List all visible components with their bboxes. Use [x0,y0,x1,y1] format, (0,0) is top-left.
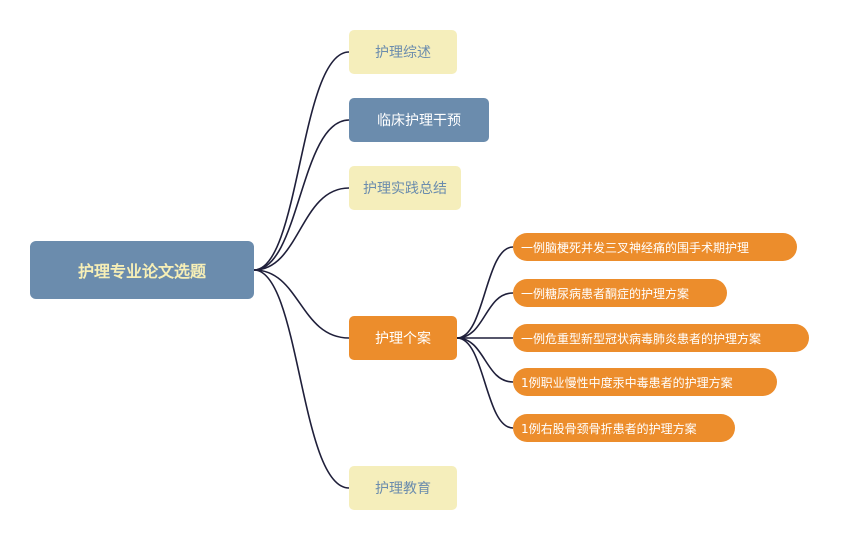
branch-label: 护理个案 [375,331,431,347]
case-topic-item[interactable]: 1例右股骨颈骨折患者的护理方案 [513,414,735,442]
case-topic-item[interactable]: 1例职业慢性中度汞中毒患者的护理方案 [513,368,777,396]
branch-label: 临床护理干预 [377,113,461,129]
root-topic[interactable]: 护理专业论文选题 [30,241,254,299]
connector-case-leaf-5 [456,337,514,429]
connector-root-intervention [253,119,350,271]
branch-label: 护理综述 [375,45,431,61]
branch-clinical-intervention[interactable]: 临床护理干预 [349,98,489,142]
branch-nursing-education[interactable]: 护理教育 [349,466,457,510]
branch-nursing-case[interactable]: 护理个案 [349,316,457,360]
case-topic-label: 一例糖尿病患者酮症的护理方案 [521,286,690,301]
connector-case-leaf-2 [456,292,514,339]
connector-root-practice [253,187,350,271]
connector-case-leaf-1 [456,246,514,339]
connector-root-education [253,269,350,489]
case-topic-label: 一例危重型新型冠状病毒肺炎患者的护理方案 [521,331,762,346]
case-topic-item[interactable]: 一例糖尿病患者酮症的护理方案 [513,279,727,307]
case-topic-label: 1例职业慢性中度汞中毒患者的护理方案 [521,375,733,390]
case-topic-label: 1例右股骨颈骨折患者的护理方案 [521,421,697,436]
connector-root-review [253,51,350,271]
connector-root-case [253,269,350,339]
connector-case-leaf-4 [456,337,514,383]
case-topic-item[interactable]: 一例危重型新型冠状病毒肺炎患者的护理方案 [513,324,809,352]
case-topic-label: 一例脑梗死并发三叉神经痛的围手术期护理 [521,240,750,255]
branch-practice-summary[interactable]: 护理实践总结 [349,166,461,210]
branch-label: 护理教育 [375,481,431,497]
case-topic-item[interactable]: 一例脑梗死并发三叉神经痛的围手术期护理 [513,233,797,261]
branch-label: 护理实践总结 [363,181,447,197]
root-topic-label: 护理专业论文选题 [77,262,206,281]
branch-nursing-review[interactable]: 护理综述 [349,30,457,74]
